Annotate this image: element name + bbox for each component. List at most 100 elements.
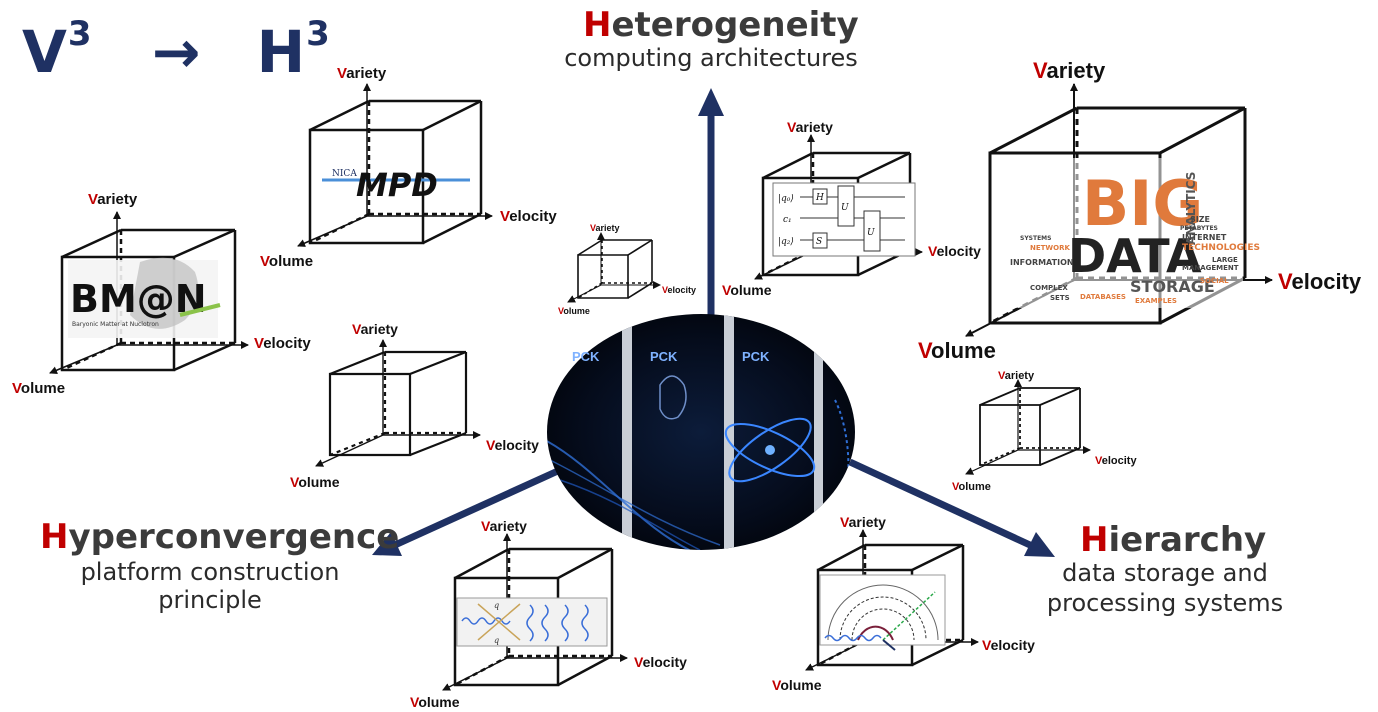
arrow-left-hyperconvergence bbox=[393, 466, 562, 549]
axis-volume-small-top: Volume bbox=[558, 306, 590, 316]
axis-variety-mpd: Variety bbox=[337, 65, 387, 82]
word-size: SIZE bbox=[1190, 215, 1210, 224]
subheading-hierarchy-line1: data storage and bbox=[1062, 559, 1268, 587]
qubit-q2: |q₂⟩ bbox=[778, 237, 794, 247]
axis-volume-empty-left: Volume bbox=[290, 474, 340, 490]
subheading-hierarchy: data storage and processing systems bbox=[1030, 558, 1300, 618]
polar-plot bbox=[819, 574, 946, 651]
axis-variety-empty-left: Variety bbox=[352, 321, 398, 337]
atom-orbit-icon bbox=[724, 422, 816, 478]
axis-variety-small-top: Variety bbox=[590, 223, 620, 233]
cube-empty-left bbox=[328, 350, 468, 457]
word-technologies: TECHNOLOGIES bbox=[1182, 243, 1260, 253]
classical-c1: c₁ bbox=[783, 215, 792, 225]
axis-volume-mpd: Volume bbox=[260, 253, 313, 270]
gate-s: S bbox=[816, 237, 822, 247]
axis-variety-feynman: Variety bbox=[481, 518, 527, 534]
subheading-hyperconvergence: platform construction principle bbox=[40, 558, 380, 614]
axis-velocity-empty-right: Velocity bbox=[1095, 455, 1137, 467]
title-left: V bbox=[22, 18, 68, 86]
word-analytics: ANALYTICS bbox=[1184, 172, 1198, 245]
heading-heterogeneity-first: H bbox=[583, 5, 612, 45]
data-word: DATA bbox=[1068, 229, 1202, 283]
title-arrow: → bbox=[151, 18, 202, 86]
heading-hierarchy: Hierarchy bbox=[1080, 520, 1266, 560]
brand-label-3: PCK bbox=[742, 349, 770, 364]
arrow-right-head bbox=[1024, 532, 1055, 557]
heading-hyperconvergence: Hyperconvergence bbox=[40, 517, 399, 557]
arrow-up-head bbox=[698, 88, 724, 116]
word-storage: STORAGE bbox=[1130, 277, 1215, 296]
logo-bmn: BM@N Baryonic Matter at Nuclotron bbox=[68, 257, 221, 338]
brand-label-1: PCK bbox=[572, 349, 600, 364]
main-arrows bbox=[372, 88, 1055, 557]
subheading-hyperconvergence-line1: platform construction bbox=[80, 558, 340, 586]
axis-variety-bigdata: Variety bbox=[1033, 58, 1106, 83]
word-information: INFORMATION bbox=[1010, 258, 1074, 267]
qubit-q0: |q₀⟩ bbox=[778, 194, 794, 204]
axis-volume-empty-right: Volume bbox=[952, 481, 991, 493]
axis-velocity-empty-left: Velocity bbox=[486, 437, 539, 453]
portrait-sketch-icon bbox=[659, 375, 687, 420]
axis-variety-empty-right: Variety bbox=[998, 370, 1035, 382]
axis-velocity-polar: Velocity bbox=[982, 637, 1035, 653]
axis-variety-polar: Variety bbox=[840, 514, 886, 530]
gate-u1: U bbox=[841, 203, 849, 213]
heading-hyperconvergence-rest: yperconvergence bbox=[68, 517, 400, 557]
word-social: SOCIAL bbox=[1200, 277, 1229, 285]
subheading-hierarchy-line2: processing systems bbox=[1046, 589, 1284, 617]
gate-h: H bbox=[815, 193, 824, 203]
supercomputer-image: PCK PCK PCK bbox=[547, 314, 855, 550]
quantum-circuit: |q₀⟩ c₁ |q₂⟩ H U S U bbox=[772, 182, 916, 257]
slide-title: V3 → H3 bbox=[22, 14, 331, 86]
arrow-right-hierarchy bbox=[848, 458, 1032, 549]
word-databases: DATABASES bbox=[1080, 293, 1126, 301]
title-right-sup: 3 bbox=[306, 14, 331, 54]
heading-heterogeneity-rest: eterogeneity bbox=[611, 5, 859, 45]
axis-variety-circuit: Variety bbox=[787, 119, 833, 135]
bmn-logo-subtitle: Baryonic Matter at Nuclotron bbox=[72, 321, 159, 328]
axis-velocity-mpd: Velocity bbox=[500, 208, 557, 225]
word-internet: INTERNET bbox=[1182, 233, 1227, 242]
big-word: BIG bbox=[1082, 167, 1203, 240]
subheading-heterogeneity: computing architectures bbox=[564, 44, 858, 72]
brand-label-2: PCK bbox=[650, 349, 678, 364]
mpd-logo-text: MPD bbox=[356, 166, 438, 204]
axes-mpd bbox=[297, 83, 493, 247]
axis-volume-circuit: Volume bbox=[722, 282, 772, 298]
word-petabytes: PETABYTES bbox=[1180, 225, 1218, 232]
axis-velocity-bmn: Velocity bbox=[254, 335, 311, 352]
axis-velocity-bigdata: Velocity bbox=[1278, 269, 1362, 294]
axes-empty-left bbox=[315, 339, 481, 467]
arrow-left-head bbox=[372, 532, 402, 556]
heading-heterogeneity: Heterogeneity bbox=[583, 5, 859, 45]
cube-mpd bbox=[308, 99, 483, 245]
title-left-sup: 3 bbox=[67, 14, 93, 54]
quark-top-label: q bbox=[494, 601, 499, 610]
feynman-diagram: q q bbox=[456, 597, 608, 647]
cube-small-top bbox=[577, 239, 653, 299]
word-management: MANAGEMENT bbox=[1182, 264, 1239, 272]
quark-bottom-label: q bbox=[494, 636, 499, 645]
axis-velocity-feynman: Velocity bbox=[634, 654, 687, 670]
nica-logo-text: NICA bbox=[332, 169, 357, 179]
heading-hierarchy-first: H bbox=[1080, 520, 1109, 560]
axis-velocity-circuit: Velocity bbox=[928, 243, 981, 259]
gate-u2: U bbox=[867, 228, 875, 238]
heading-hyperconvergence-first: H bbox=[40, 517, 69, 557]
cube-empty-right bbox=[979, 387, 1081, 466]
axis-volume-polar: Volume bbox=[772, 677, 822, 693]
logo-mpd: MPD NICA bbox=[322, 166, 470, 204]
word-systems: SYSTEMS bbox=[1020, 235, 1051, 242]
bigdata-wordcloud: BIG DATA ANALYTICS STORAGE TECHNOLOGIES … bbox=[995, 158, 1260, 308]
word-examples: EXAMPLES bbox=[1135, 297, 1177, 305]
word-complex: COMPLEX bbox=[1030, 284, 1068, 292]
word-sets: SETS bbox=[1050, 294, 1070, 302]
axis-variety-bmn: Variety bbox=[88, 191, 138, 208]
axis-volume-bmn: Volume bbox=[12, 380, 65, 397]
axis-velocity-small-top: Velocity bbox=[662, 285, 696, 295]
axis-volume-bigdata: Volume bbox=[918, 338, 996, 363]
axes-small-top bbox=[567, 232, 661, 303]
axis-volume-feynman: Volume bbox=[410, 694, 460, 710]
